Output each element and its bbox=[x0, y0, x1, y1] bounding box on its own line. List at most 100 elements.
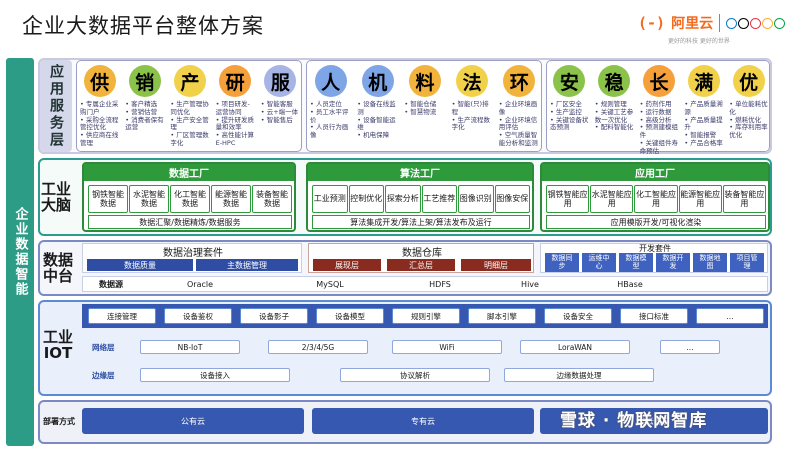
factory-title: 数据工厂 bbox=[84, 164, 294, 181]
governance-item: 主数据管理 bbox=[196, 259, 298, 271]
service-circle-供: 供 bbox=[83, 65, 116, 97]
service-bullet: 生产流程数字化 bbox=[452, 116, 493, 133]
service-bullet: 营销估营 bbox=[125, 108, 164, 117]
service-bullet: 燃耗优化 bbox=[729, 116, 768, 125]
edge-item: 设备接入 bbox=[140, 368, 290, 382]
factory-panel: 算法工厂工业预测控制优化探索分析工艺推荐图像识别图像安保算法集成开发/算法上架/… bbox=[306, 162, 534, 232]
service-bullets: 规则管理关键工艺参数一次优化配料智能化 bbox=[595, 100, 634, 132]
service-bullet: 生产监控 bbox=[550, 108, 589, 117]
factory-chip: 化工智能数据 bbox=[170, 185, 210, 213]
service-group: 人人员定位员工水平评价人员行为画像机设备在线监测设备智能运维机电保障料智能仓储智… bbox=[306, 60, 542, 152]
service-circle-机: 机 bbox=[361, 65, 394, 97]
warehouse-item: 展现层 bbox=[313, 259, 381, 271]
aliyun-logo: (-) 阿里云 bbox=[638, 10, 788, 36]
governance-panel: 数据治理套件 数据质量 主数据管理 bbox=[82, 243, 302, 273]
service-bullets: 智能(只)排程生产流程数字化 bbox=[452, 100, 493, 133]
factory-panel: 应用工厂钢铁智能应用水泥智能应用化工智能应用能源智能应用装备智能应用应用模版开发… bbox=[540, 162, 770, 232]
service-bullet: 项目研发-运营协同 bbox=[216, 100, 255, 117]
service-bullets: 产品质量溯源产品质量提升智能报警产品合格率 bbox=[684, 100, 723, 148]
service-bullet: 人员行为画像 bbox=[310, 124, 351, 140]
network-item: NB-IoT bbox=[140, 340, 240, 354]
service-bullet: 高性能计算E-HPC bbox=[216, 131, 255, 148]
service-circle-料: 料 bbox=[409, 65, 441, 97]
network-item: 2/3/4/5G bbox=[268, 340, 368, 354]
service-bullet: 单位能耗优化 bbox=[729, 100, 768, 117]
iot-capability-chip: 设备安全 bbox=[544, 308, 612, 324]
deploy-option: 非云部署 bbox=[540, 408, 768, 434]
factory-title: 应用工厂 bbox=[542, 164, 768, 181]
service-bullet: 专属企业采购门户 bbox=[80, 100, 119, 117]
factory-chip: 水泥智能数据 bbox=[129, 185, 169, 213]
source-item: MySQL bbox=[316, 279, 344, 289]
devkit-item: 运维中心 bbox=[582, 253, 616, 272]
service-circle-服: 服 bbox=[264, 65, 297, 97]
service-bullet: 智能仓储 bbox=[404, 100, 445, 109]
aliyun-logo-icon: (-) bbox=[638, 14, 666, 32]
devkit-item: 数据模型 bbox=[619, 253, 653, 272]
service-bullets: 人员定位员工水平评价人员行为画像 bbox=[310, 100, 351, 140]
service-circle-人: 人 bbox=[314, 65, 347, 97]
services-layer-label: 应用服务层 bbox=[40, 60, 72, 152]
warehouse-panel: 数据仓库 展现层 汇总层 明细层 bbox=[308, 243, 534, 273]
devkit-item: 数据同步 bbox=[545, 253, 579, 272]
service-bullet: 设备智能运维 bbox=[357, 116, 398, 133]
factory-chip: 探索分析 bbox=[385, 185, 421, 213]
service-bullet: 药剂作用 bbox=[640, 100, 679, 109]
service-bullet: 客户精选 bbox=[125, 100, 164, 109]
page-title: 企业大数据平台整体方案 bbox=[22, 14, 264, 38]
factory-chip: 图像识别 bbox=[458, 185, 494, 213]
service-circle-法: 法 bbox=[456, 65, 489, 97]
service-bullet: 人员定位 bbox=[310, 100, 351, 109]
service-bullet: 产品合格率 bbox=[684, 139, 723, 148]
factory-chip: 钢铁智能数据 bbox=[88, 185, 128, 213]
factory-chip: 控制优化 bbox=[348, 185, 384, 213]
network-label: 网络层 bbox=[92, 342, 115, 352]
logo-slogan: 更好的科技 更好的世界 bbox=[668, 38, 730, 45]
service-bullet: 运行数据 bbox=[640, 108, 679, 117]
service-bullets: 智能仓储智慧物流 bbox=[404, 100, 445, 117]
factory-footer: 算法集成开发/算法上架/算法发布及运行 bbox=[312, 215, 530, 229]
service-bullet: 产品质量提升 bbox=[684, 116, 723, 133]
service-circle-安: 安 bbox=[553, 65, 586, 97]
deploy-option: 公有云 bbox=[82, 408, 304, 434]
service-bullets: 单位能耗优化燃耗优化库存利用率优化 bbox=[729, 100, 768, 140]
iot-capability-chip: 接口标准 bbox=[620, 308, 688, 324]
logo-brand-text: 阿里云 bbox=[671, 16, 714, 32]
service-circle-产: 产 bbox=[174, 65, 206, 97]
factory-title: 算法工厂 bbox=[308, 164, 532, 181]
service-circle-长: 长 bbox=[643, 65, 675, 97]
service-bullet: 生产管理协同优化 bbox=[170, 100, 209, 117]
service-bullet: 厂区安全 bbox=[550, 100, 589, 109]
deploy-option: 专有云 bbox=[312, 408, 534, 434]
service-bullet: 采购全流程管控优化 bbox=[80, 116, 119, 133]
iot-capability-chip: 设备影子 bbox=[240, 308, 308, 324]
service-bullet: 关键工艺参数一次优化 bbox=[595, 108, 634, 125]
factory-chip: 装备智能应用 bbox=[722, 185, 766, 213]
service-bullet: 厂区管理数字化 bbox=[170, 131, 209, 148]
service-bullet: 提升研发质量和效率 bbox=[216, 116, 255, 133]
service-bullet: 生产安全管理 bbox=[170, 116, 209, 133]
devkit-panel: 开发套件 数据同步运维中心数据模型数据开发数据地图项目管理 bbox=[540, 243, 768, 273]
network-item: ... bbox=[660, 340, 720, 354]
service-bullet: 高级分析 bbox=[640, 116, 679, 125]
service-circle-环: 环 bbox=[503, 65, 536, 97]
factory-chip: 水泥智能应用 bbox=[590, 185, 634, 213]
service-bullets: 智能客服云+端一体智能售后 bbox=[261, 100, 300, 125]
factory-footer: 应用模版开发/可视化渲染 bbox=[546, 215, 766, 229]
service-bullet: 智能售后 bbox=[261, 116, 300, 125]
service-bullets: 厂区安全生产监控关键设备状态预测 bbox=[550, 100, 589, 132]
source-item: HDFS bbox=[429, 279, 451, 289]
service-bullets: 设备在线监测设备智能运维机电保障 bbox=[357, 100, 398, 140]
sources-bar bbox=[82, 276, 768, 292]
service-circle-优: 优 bbox=[732, 65, 765, 97]
iot-layer-label: 工业IOT bbox=[42, 327, 73, 362]
olympic-rings-icon bbox=[726, 17, 786, 29]
logo-divider bbox=[719, 14, 721, 32]
brain-layer-label: 工业大脑 bbox=[40, 179, 71, 214]
service-bullet: 企业环境画像 bbox=[499, 100, 540, 117]
service-bullet: 智能(只)排程 bbox=[452, 100, 493, 117]
service-group: 安厂区安全生产监控关键设备状态预测稳规则管理关键工艺参数一次优化配料智能化长药剂… bbox=[546, 60, 770, 155]
network-item: WiFi bbox=[392, 340, 502, 354]
service-bullet: 智能报警 bbox=[684, 131, 723, 140]
factory-chip: 装备智能数据 bbox=[252, 185, 292, 213]
